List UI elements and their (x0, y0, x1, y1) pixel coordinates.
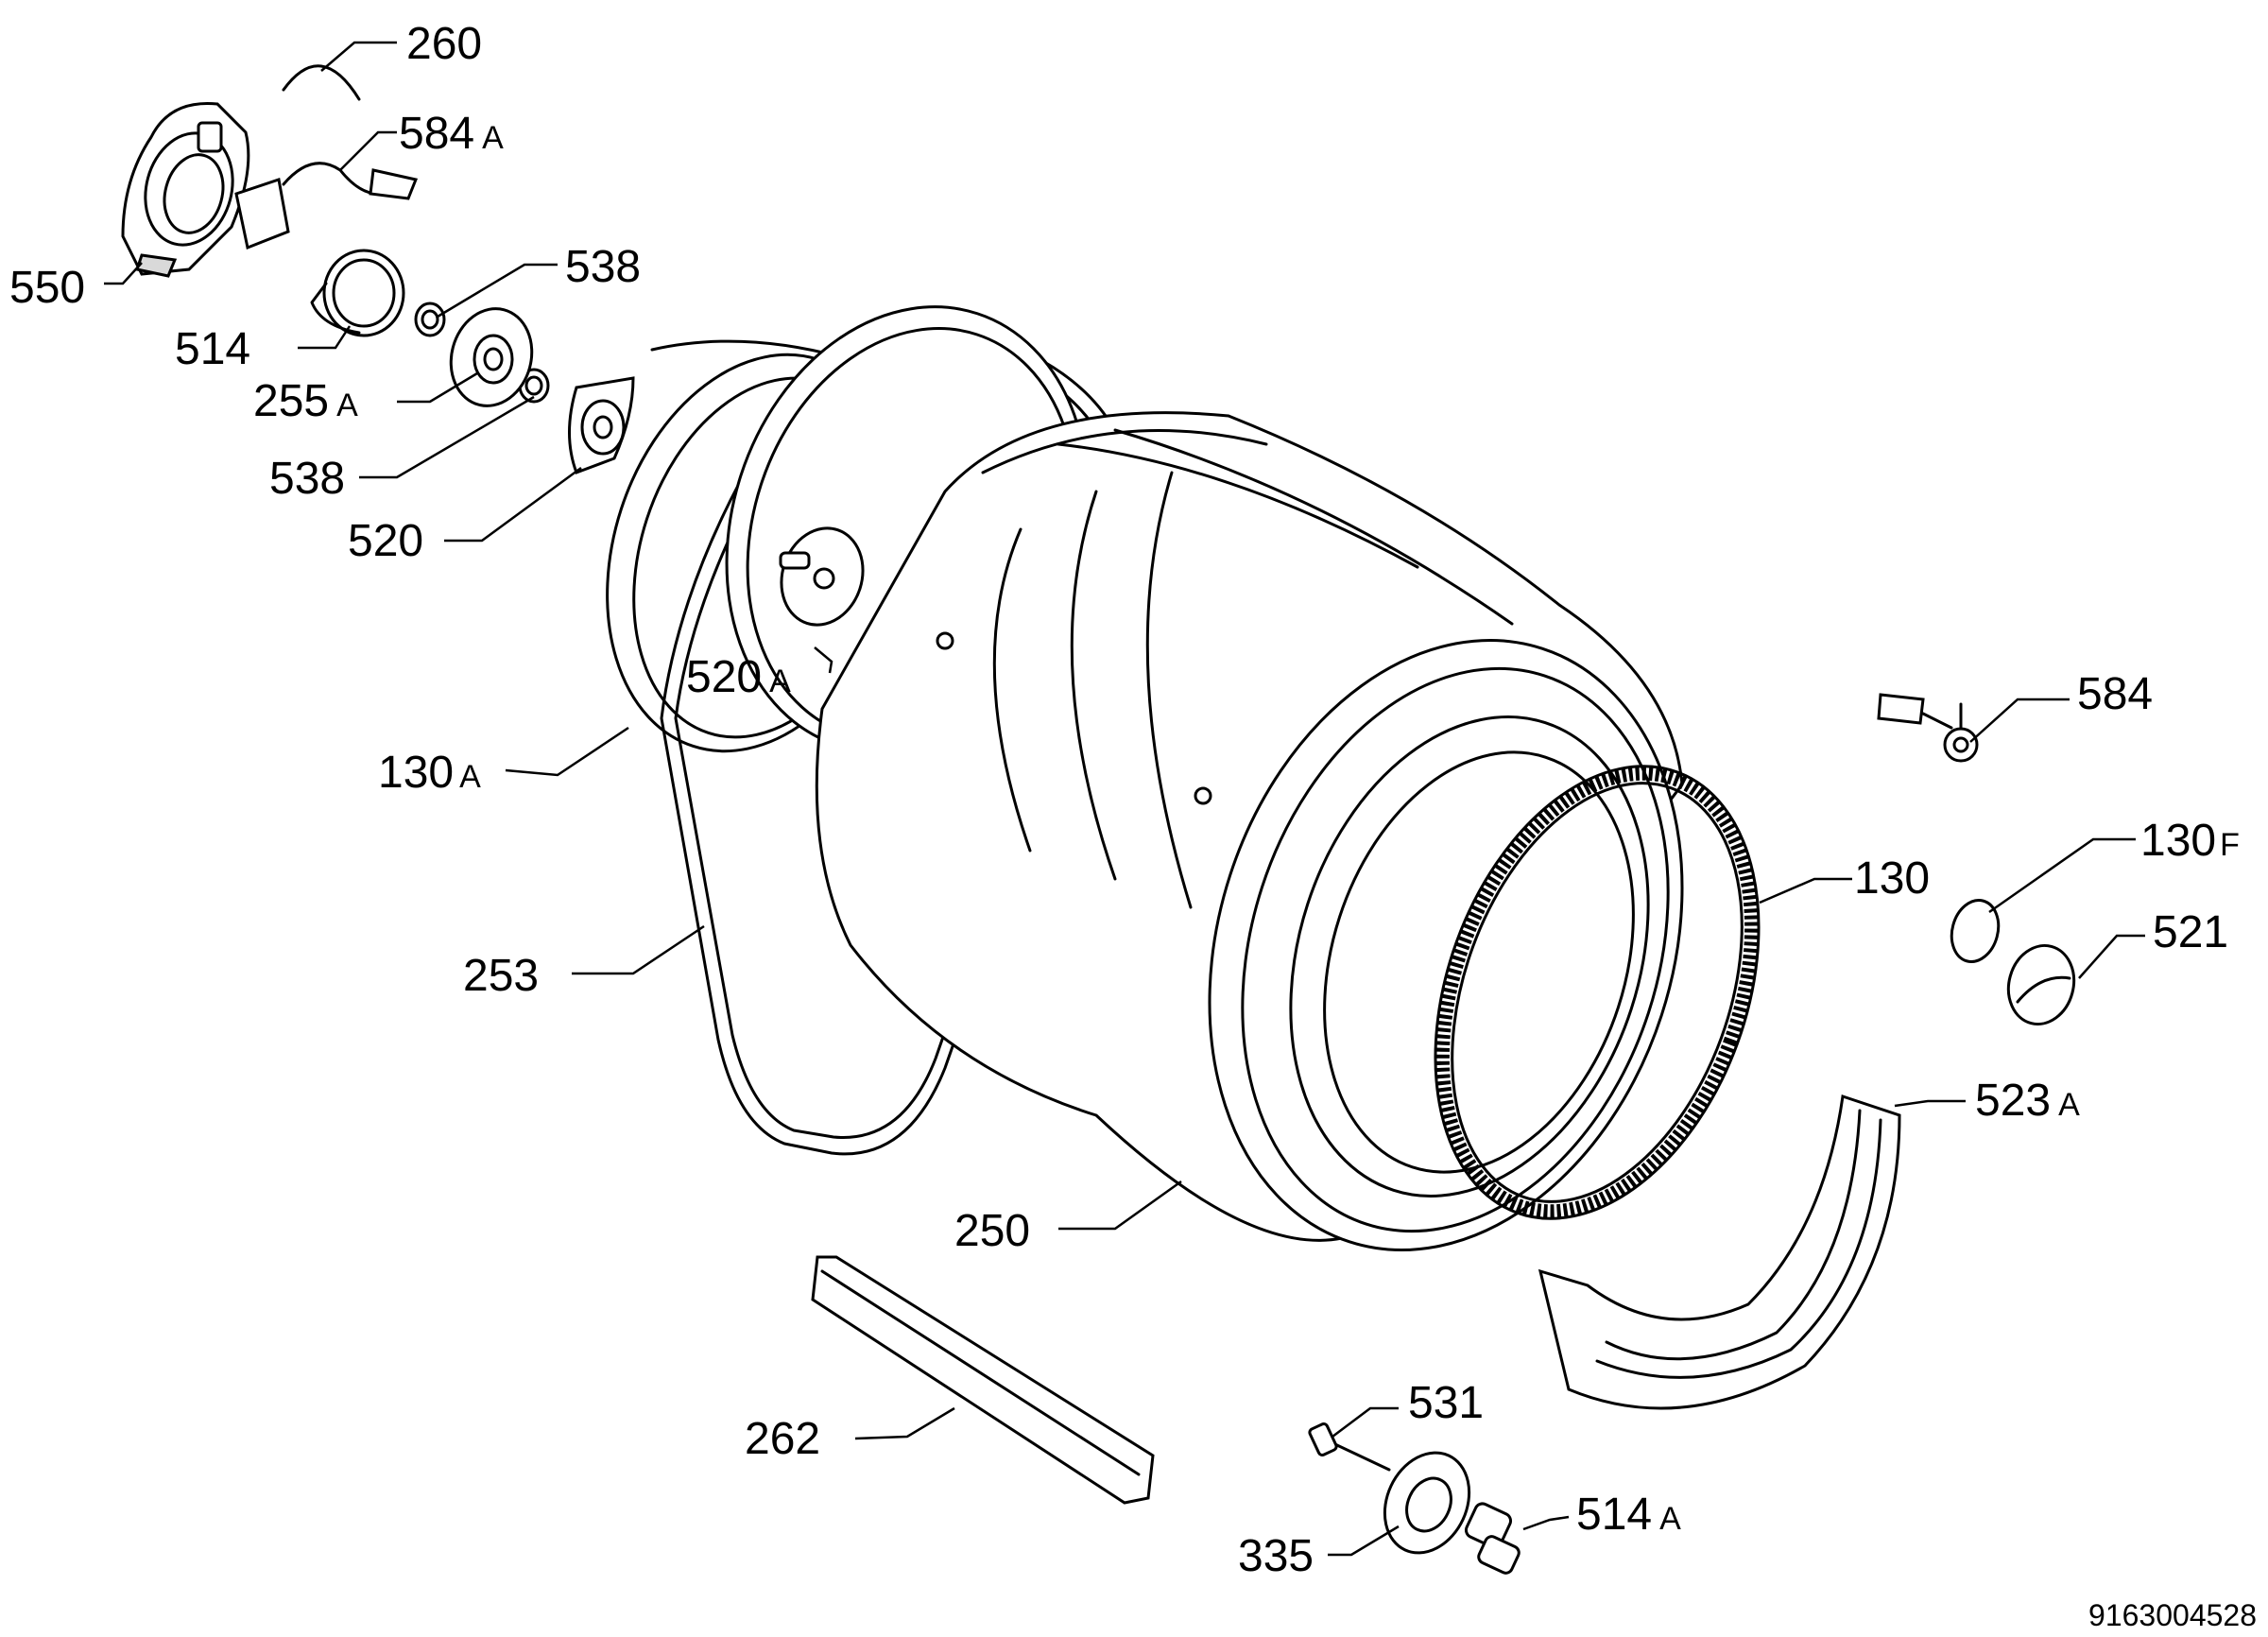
cap-521 (2006, 943, 2076, 1026)
screw-531 (1308, 1422, 1391, 1472)
felt-seal-ring (1434, 765, 1761, 1220)
label-538-bottom: 538 (269, 454, 345, 504)
label-521: 521 (2153, 907, 2228, 957)
label-538-top: 538 (565, 242, 641, 292)
label-550: 550 (9, 263, 85, 313)
wheel-335 (1383, 1451, 1471, 1555)
label-531: 531 (1408, 1378, 1484, 1428)
label-250: 250 (954, 1206, 1030, 1256)
label-130: 130 (1854, 853, 1930, 904)
leader-lines (104, 41, 2145, 1557)
label-260: 260 (406, 19, 482, 69)
label-335: 335 (1238, 1531, 1314, 1581)
rear-shaft-520 (568, 376, 635, 474)
label-262: 262 (745, 1414, 820, 1464)
o-ring-130F (1950, 899, 2001, 963)
spring-clip-260 (282, 64, 361, 101)
sensor-584A (234, 162, 419, 250)
label-584: 584 (2077, 669, 2153, 719)
bearing-sleeve-514 (310, 249, 405, 337)
label-520: 520 (348, 516, 423, 566)
bearing-plate-255A (449, 307, 534, 407)
shaft-flange-520A (779, 526, 865, 627)
pin-514A (1464, 1502, 1521, 1575)
bearing-housing-550 (121, 101, 250, 278)
label-514: 514 (175, 324, 250, 374)
label-253: 253 (463, 951, 539, 1001)
front-seal-523A (1538, 1094, 1901, 1410)
filter-strip-262 (811, 1255, 1155, 1505)
sensor-584 (1877, 693, 1979, 763)
document-number: 9163004528 (2088, 1598, 2257, 1632)
washer-538-top (414, 302, 446, 337)
